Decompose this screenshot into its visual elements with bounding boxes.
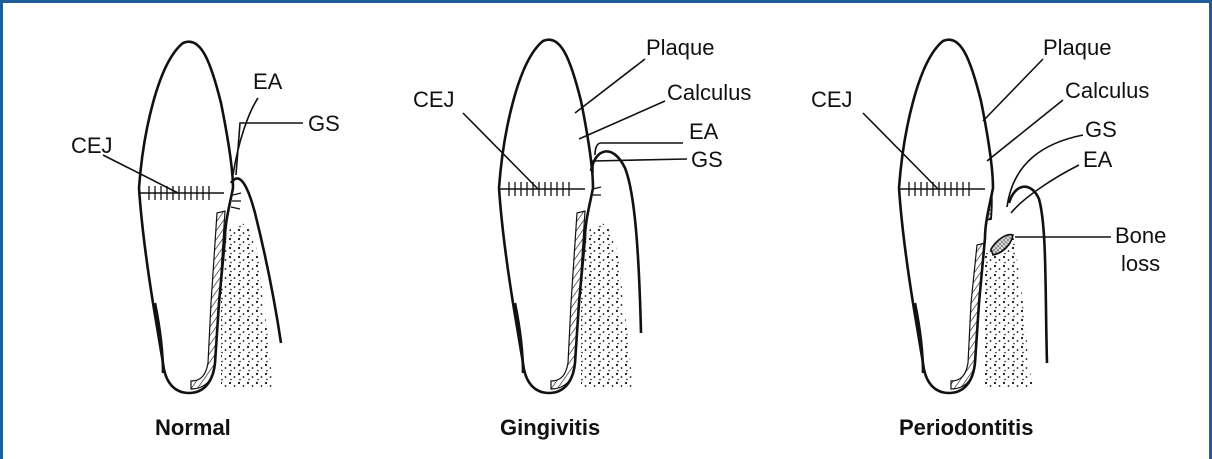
plaque-label: Plaque: [1043, 35, 1112, 60]
plaque-leader: [575, 59, 645, 113]
ea-label: EA: [1083, 147, 1113, 172]
panel-normal: CEJ EA GS Normal: [71, 42, 340, 440]
ea-leader: [1011, 165, 1079, 213]
alveolar-bone: [581, 223, 633, 388]
gs-leader: [593, 159, 687, 173]
cej-label: CEJ: [811, 87, 853, 112]
calculus-leader: [987, 100, 1063, 161]
gs-label: GS: [308, 111, 340, 136]
plaque-leader: [983, 59, 1043, 121]
tooth-outline: [899, 40, 993, 393]
bone-loss-label-line1: Bone: [1115, 223, 1166, 248]
calculus-label: Calculus: [667, 80, 751, 105]
caption-periodontitis: Periodontitis: [899, 415, 1033, 440]
panel-periodontitis: CEJ Plaque Calculus GS EA Bone loss Peri…: [811, 35, 1166, 440]
calculus-leader: [579, 101, 665, 139]
calculus-label: Calculus: [1065, 78, 1149, 103]
bone-loss-label-line2: loss: [1121, 251, 1160, 276]
cej-label: CEJ: [71, 133, 113, 158]
gs-leader: [236, 123, 303, 175]
panel-gingivitis: CEJ Plaque Calculus EA GS Gingivitis: [413, 35, 751, 440]
gs-label: GS: [1085, 117, 1117, 142]
ea-label: EA: [253, 69, 283, 94]
caption-gingivitis: Gingivitis: [500, 415, 600, 440]
alveolar-bone: [985, 235, 1033, 388]
ea-leader: [595, 143, 683, 155]
ea-label: EA: [689, 119, 719, 144]
plaque-label: Plaque: [646, 35, 715, 60]
alveolar-bone: [221, 223, 273, 388]
gs-leader: [1007, 135, 1083, 207]
caption-normal: Normal: [155, 415, 231, 440]
cej-label: CEJ: [413, 87, 455, 112]
gs-label: GS: [691, 147, 723, 172]
periodontal-disease-diagram: CEJ EA GS Normal CEJ Plaque C: [3, 3, 1209, 459]
